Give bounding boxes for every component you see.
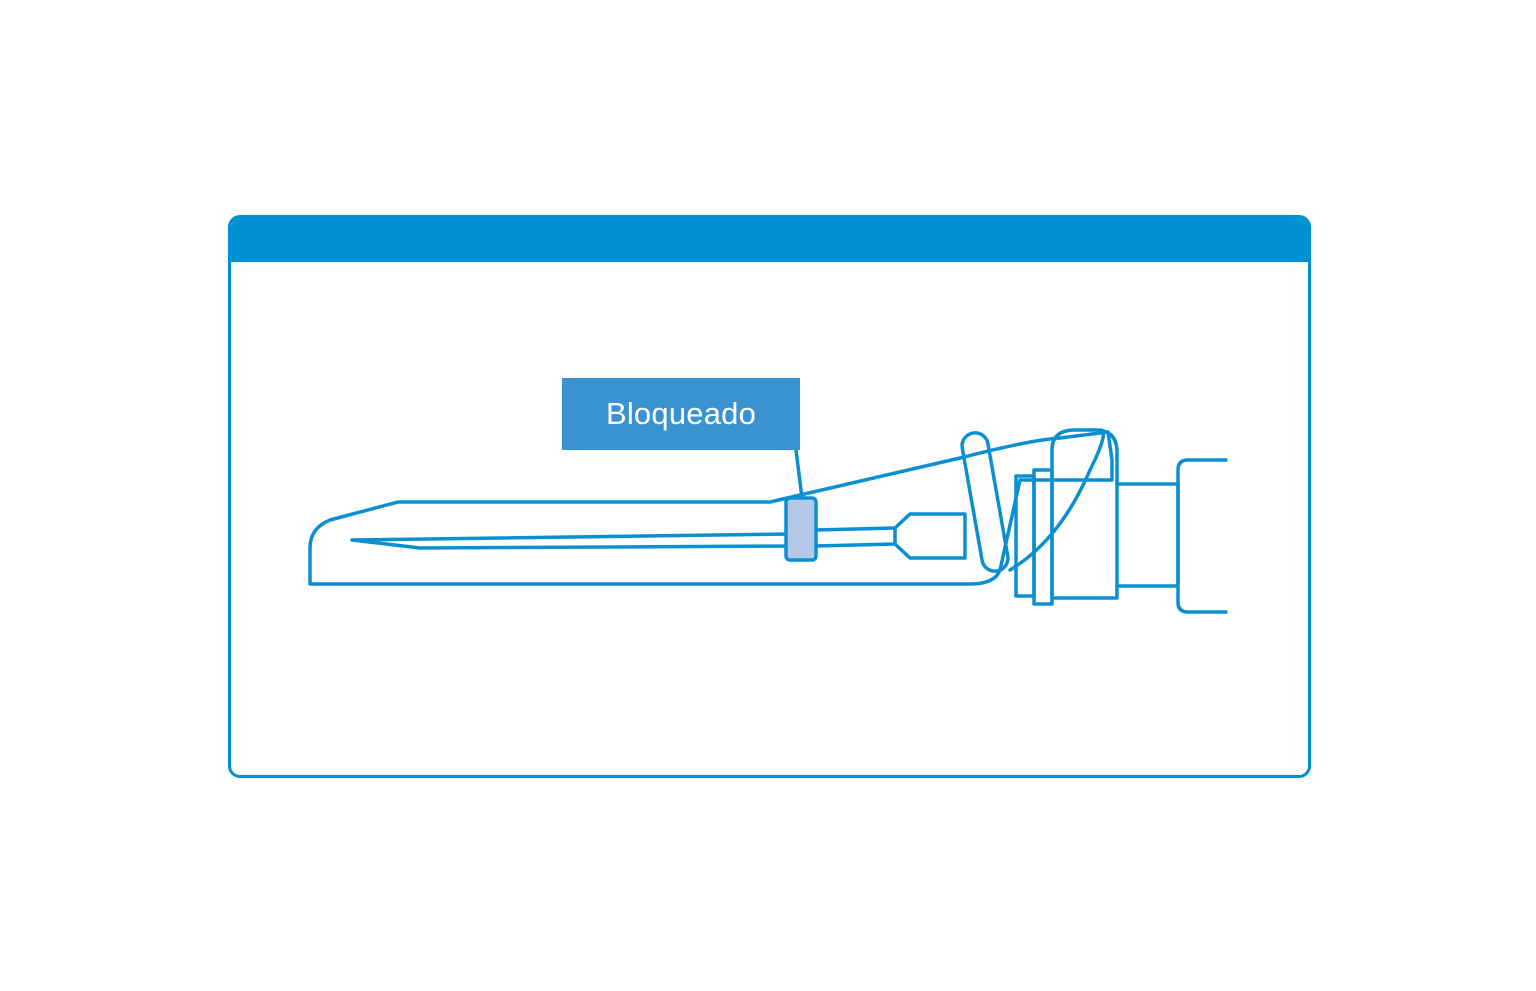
hub-flange — [1014, 474, 1036, 598]
end-cap — [1176, 458, 1228, 614]
sheath-outline — [308, 430, 1114, 586]
callout-label-blocked: Bloqueado — [562, 378, 800, 450]
grip-lever — [960, 431, 1010, 573]
window-title-bar — [231, 218, 1308, 262]
needle-shaft — [814, 526, 897, 548]
needle-lock-clip-icon — [784, 496, 818, 562]
connector-body — [1050, 428, 1119, 600]
connector-neck — [1115, 482, 1180, 588]
needle — [350, 532, 792, 550]
tether-wire — [1008, 428, 1106, 572]
needle-hub — [893, 512, 967, 560]
diagram-window — [228, 215, 1311, 778]
callout-pointer — [794, 448, 804, 500]
